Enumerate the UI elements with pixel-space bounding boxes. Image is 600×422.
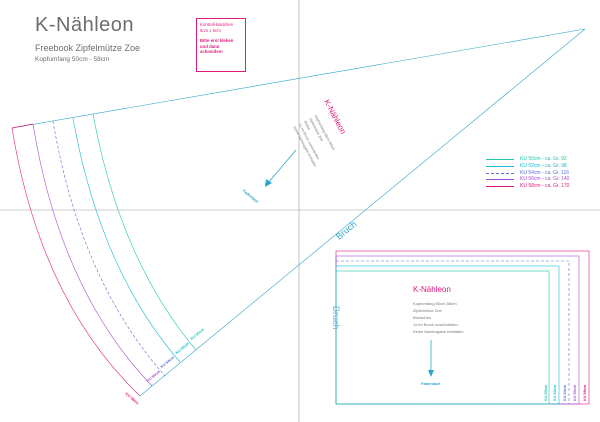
page-subtitle: Freebook Zipfelmütze Zoe — [35, 43, 141, 53]
size-legend: KU 50cm - ca. Gr. 92 KU 52cm - ca. Gr. 9… — [486, 156, 598, 190]
legend-swatch — [486, 159, 514, 160]
band-grain-arrow — [428, 340, 434, 377]
band-piece-outline — [335, 250, 590, 405]
band-size-tag-ku52: KU 52cm — [553, 384, 557, 401]
cone-fold-edge — [139, 28, 586, 397]
legend-label: KU 52cm - ca. Gr. 98 — [520, 162, 567, 169]
legend-swatch — [486, 186, 514, 188]
band-piece-title: K-Nähleon — [413, 285, 451, 294]
cone-hem-line-ku54 — [52, 120, 166, 377]
legend-label: KU 56cm - ca. Gr. 140 — [520, 176, 570, 183]
legend-row-ku54: KU 54cm - ca. Gr. 116 — [486, 170, 598, 176]
legend-label: KU 54cm - ca. Gr. 116 — [520, 169, 570, 176]
band-size-tag-ku58: KU 58cm — [583, 384, 587, 401]
band-note-line: Kopfumfang 50cm-58cm — [413, 301, 457, 306]
size-range: Kopfumfang 50cm - 58cm — [35, 56, 110, 63]
legend-swatch — [486, 172, 514, 174]
band-note-line: Bündchen — [413, 315, 432, 320]
control-square-size: 5cm x 5cm — [200, 27, 221, 33]
band-outline-ku50 — [335, 270, 550, 405]
legend-row-ku56: KU 56cm - ca. Gr. 140 — [486, 176, 598, 182]
cone-grain-arrow — [265, 149, 297, 187]
cone-hem-line-ku52 — [72, 117, 181, 363]
page-title: K-Nähleon — [35, 14, 135, 36]
band-fold-label: Bruch — [331, 306, 341, 330]
band-size-tag-ku54: KU 54cm — [563, 384, 567, 401]
cone-hem-line-ku56 — [32, 123, 153, 387]
legend-swatch — [486, 165, 514, 167]
legend-swatch — [486, 179, 514, 181]
legend-label: KU 58cm - ca. Gr. 170 — [520, 183, 570, 190]
legend-row-ku50: KU 50cm - ca. Gr. 92 — [486, 156, 598, 162]
legend-row-ku58: KU 58cm - ca. Gr. 170 — [486, 183, 598, 189]
band-note-line: Zipfelmütze Zoe — [413, 308, 442, 313]
legend-row-ku52: KU 52cm - ca. Gr. 98 — [486, 163, 598, 169]
cone-hem-line-ku50 — [92, 113, 197, 351]
cone-top-segment-ku58 — [11, 123, 34, 129]
band-note-line: 1x im Bruch zuschneiden — [413, 322, 458, 327]
control-square-note: Bitte erst kleben und dann schneiden! — [200, 38, 234, 55]
cone-piece-outline — [11, 28, 586, 397]
control-square: Kontroll-kästchen 5cm x 5cm Bitte erst k… — [196, 18, 246, 72]
cone-top-edge — [11, 28, 586, 129]
cone-hem-line-ku58 — [11, 127, 141, 397]
legend-label: KU 50cm - ca. Gr. 92 — [520, 156, 567, 162]
band-size-tag-ku50: KU 50cm — [544, 384, 548, 401]
control-square-heading: Kontroll-kästchen — [200, 22, 234, 27]
band-size-tag-ku56: KU 56cm — [573, 384, 577, 401]
band-note-line: Keine Nahtzugabe enthalten — [413, 329, 464, 334]
band-piece-notes: Kopfumfang 50cm-58cm Zipfelmütze Zoe Bün… — [413, 300, 463, 335]
band-grain-label: Fadenlauf — [421, 381, 440, 386]
